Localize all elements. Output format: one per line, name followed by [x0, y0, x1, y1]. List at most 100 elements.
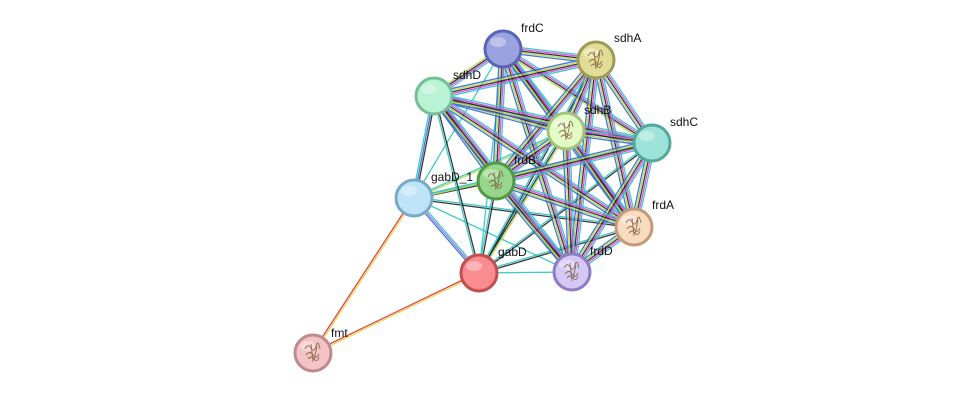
edge-evidence-line: [434, 61, 597, 99]
node-label-frdA: frdA: [652, 198, 674, 212]
edge-evidence-line: [565, 130, 635, 228]
edge-evidence-line: [498, 49, 508, 182]
edge-evidence-line: [562, 132, 632, 230]
edge-evidence-line: [433, 59, 597, 97]
edge-evidence-line: [564, 131, 634, 229]
node-circle[interactable]: [394, 178, 434, 218]
node-circle[interactable]: [632, 123, 672, 163]
edge-evidence-line: [434, 95, 481, 273]
node-label-sdhA: sdhA: [614, 31, 641, 45]
edge-evidence-line: [597, 59, 637, 227]
edge-evidence-line: [505, 47, 576, 272]
node-circle[interactable]: [293, 333, 333, 373]
node-frdA[interactable]: frdA: [614, 198, 674, 247]
edge-gabD_1-fmt: [311, 197, 416, 354]
node-label-frdB: frdB: [514, 153, 536, 167]
edge-evidence-line: [572, 143, 654, 274]
edge-evidence-line: [568, 140, 650, 271]
edge-evidence-line: [496, 144, 653, 184]
protein-structure-icon: [487, 170, 504, 191]
node-circle[interactable]: [614, 207, 654, 247]
edge-evidence-line: [431, 98, 633, 231]
edge-sdhA-sdhD: [433, 56, 597, 100]
edge-evidence-line: [495, 140, 652, 180]
edge-evidence-line: [433, 97, 652, 146]
node-sdhA[interactable]: sdhA: [576, 31, 641, 80]
edge-evidence-line: [498, 178, 576, 271]
edge-evidence-line: [433, 57, 596, 95]
node-circle[interactable]: [459, 253, 499, 293]
node-label-sdhD: sdhD: [453, 68, 481, 82]
node-circle[interactable]: [476, 161, 516, 201]
edge-evidence-line: [566, 129, 636, 227]
edge-evidence-line: [495, 180, 573, 273]
node-circle[interactable]: [552, 252, 592, 292]
edge-evidence-line: [568, 130, 577, 272]
edge-gabD_1-frdD: [413, 197, 573, 273]
edge-evidence-line: [432, 96, 479, 274]
edge-evidence-line: [592, 60, 632, 228]
protein-structure-icon: [557, 120, 574, 141]
edge-evidence-line: [571, 59, 597, 273]
edge-evidence-line: [492, 182, 570, 275]
node-label-sdhB: sdhB: [584, 103, 611, 117]
node-label-frdD: frdD: [590, 244, 613, 258]
edge-evidence-line: [434, 62, 597, 100]
edge-evidence-line: [435, 92, 637, 225]
edge-sdhB-frdA: [562, 128, 638, 230]
edge-gabD-sdhD: [432, 95, 481, 274]
node-highlight: [490, 37, 506, 47]
edge-evidence-line: [495, 139, 652, 179]
edge-evidence-line: [313, 273, 480, 355]
edge-evidence-line: [561, 131, 570, 273]
edge-evidence-line: [433, 56, 596, 94]
edge-evidence-line: [595, 59, 635, 228]
node-frdC[interactable]: frdC: [483, 21, 544, 69]
edge-evidence-line: [433, 95, 635, 228]
edge-gabD-fmt: [312, 271, 480, 355]
node-label-gabD: gabD: [498, 245, 527, 259]
edge-evidence-line: [434, 92, 653, 141]
edge-evidence-line: [570, 141, 652, 272]
edge-sdhC-frdD: [568, 140, 656, 275]
node-gabD_1[interactable]: gabD_1: [394, 170, 473, 218]
edge-evidence-line: [571, 142, 653, 273]
node-frdD[interactable]: frdD: [552, 244, 613, 292]
edge-evidence-line: [598, 59, 638, 227]
node-circle[interactable]: [414, 76, 454, 116]
edge-evidence-line: [573, 60, 599, 273]
node-highlight: [466, 261, 482, 271]
node-label-fmt: fmt: [331, 326, 348, 340]
edge-evidence-line: [495, 142, 653, 182]
edge-evidence-line: [568, 128, 638, 226]
node-highlight: [401, 186, 417, 196]
edge-evidence-line: [504, 46, 654, 142]
edge-evidence-line: [593, 60, 633, 228]
protein-structure-icon: [563, 261, 580, 282]
edge-evidence-line: [433, 95, 653, 144]
edge-evidence-line: [432, 96, 634, 229]
node-fmt[interactable]: fmt: [293, 326, 348, 373]
node-circle[interactable]: [576, 40, 616, 80]
nodes-layer: frdC sdhA sdhD sdhB sdhC frdB gabD_1 frdA gabD fr…: [293, 21, 698, 373]
edge-frdB-frdD: [492, 178, 576, 275]
edge-evidence-line: [494, 183, 634, 231]
edge-evidence-line: [496, 145, 653, 185]
node-gabD[interactable]: gabD: [459, 245, 527, 293]
node-sdhD[interactable]: sdhD: [414, 68, 481, 116]
edge-evidence-line: [567, 130, 575, 272]
edge-evidence-line: [504, 48, 575, 272]
protein-structure-icon: [587, 49, 604, 70]
edge-evidence-line: [496, 177, 636, 225]
edge-sdhC-frdB: [495, 139, 653, 185]
edge-evidence-line: [311, 197, 414, 353]
node-sdhC[interactable]: sdhC: [632, 115, 698, 163]
node-frdB[interactable]: frdB: [476, 153, 536, 201]
edge-evidence-line: [496, 179, 574, 272]
node-highlight: [421, 84, 437, 94]
edges-layer: [311, 44, 656, 355]
node-sdhB[interactable]: sdhB: [546, 103, 611, 151]
node-circle[interactable]: [546, 111, 586, 151]
node-circle[interactable]: [483, 29, 523, 69]
